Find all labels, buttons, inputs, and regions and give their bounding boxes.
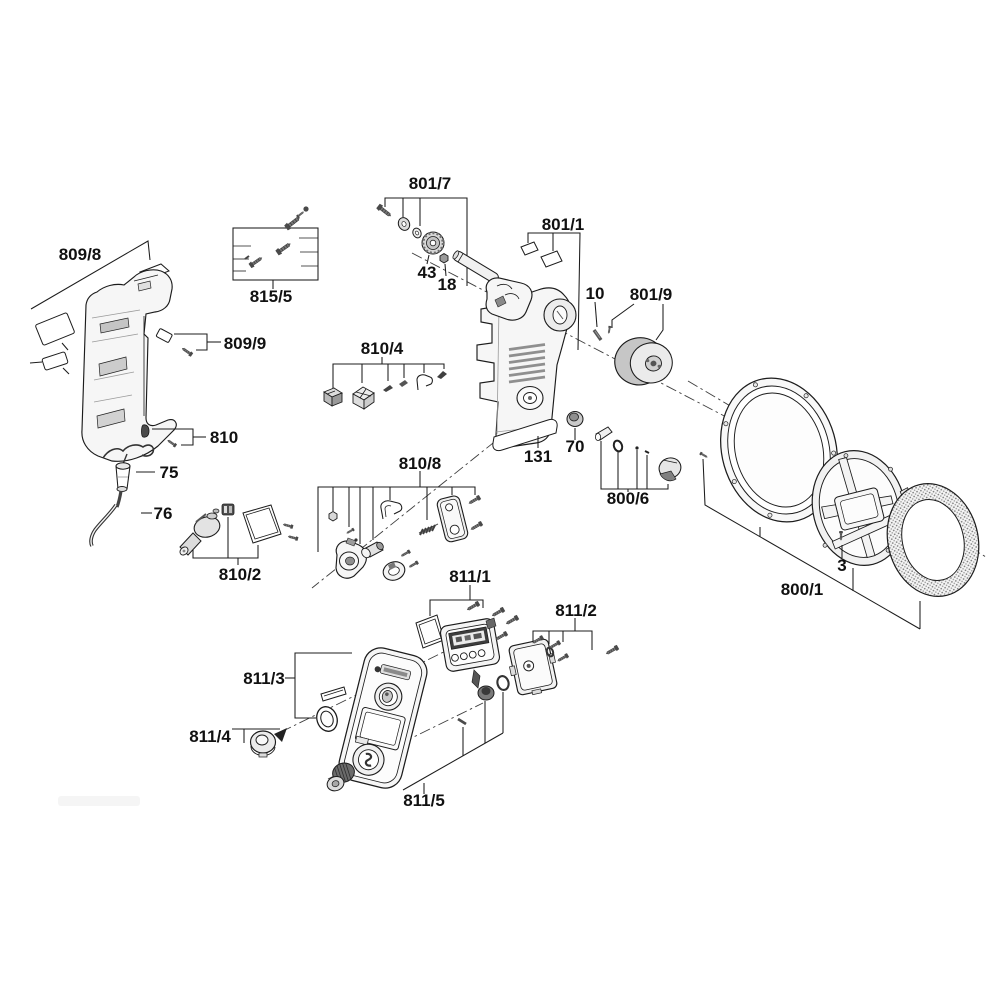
part-label-801-7: 801/7 [409, 174, 452, 193]
group-810 [141, 424, 206, 449]
part-label-76: 76 [154, 504, 173, 523]
assembly-arrow [274, 728, 287, 742]
part-809-8-housing [81, 263, 177, 462]
sticker-pads-left [29, 312, 75, 375]
part-70-knob [566, 410, 584, 440]
group-801-9 [606, 303, 673, 386]
part-label-10: 10 [586, 284, 605, 303]
part-main-housing [476, 277, 577, 448]
part-811-4-knob [249, 728, 287, 758]
part-76-hose [89, 503, 152, 547]
part-label-810-2: 810/2 [219, 565, 262, 584]
part-label-801-9: 801/9 [630, 285, 673, 304]
group-801-7 [375, 197, 499, 286]
part-label-810-4: 810/4 [361, 339, 404, 358]
callout-811-4 [232, 728, 280, 743]
part-label-800-6: 800/6 [607, 489, 650, 508]
part-label-809-8: 809/8 [59, 245, 102, 264]
group-800-6 [595, 426, 682, 492]
part-speaker-mesh [886, 483, 980, 597]
group-809-9 [155, 328, 221, 358]
part-label-75: 75 [160, 463, 179, 482]
part-label-131: 131 [524, 447, 552, 466]
knurled-knob [326, 762, 355, 792]
part-label-810-8: 810/8 [399, 454, 442, 473]
callout-3 [838, 530, 844, 558]
part-front-panel [316, 647, 467, 792]
part-label-815-5: 815/5 [250, 287, 293, 306]
callout-800-1 [698, 451, 921, 630]
part-label-3: 3 [837, 556, 846, 575]
part-label-811-5: 811/5 [403, 791, 445, 810]
part-75-antenna [102, 444, 155, 508]
group-810-2 [179, 503, 299, 565]
group-810-4 [323, 357, 447, 410]
part-label-810: 810 [210, 428, 238, 447]
group-811-2 [508, 618, 620, 696]
part-labels: 809/8 815/5 809/9 810 75 76 810/2 810/4 … [59, 174, 847, 810]
part-speaker-bezel [720, 377, 838, 523]
group-10 [592, 301, 603, 341]
part-131-pad [492, 418, 558, 452]
group-810-8 [317, 471, 484, 581]
part-label-43: 43 [418, 263, 437, 282]
part-label-18: 18 [438, 275, 457, 294]
part-label-801-1: 801/1 [542, 215, 585, 234]
watermark-smudge [58, 796, 140, 806]
part-label-811-2: 811/2 [555, 601, 597, 620]
part-speaker-frame [811, 450, 911, 566]
group-811-1 [415, 585, 520, 701]
part-label-800-1: 800/1 [781, 580, 824, 599]
callout-809-8 [30, 240, 151, 310]
part-label-811-4: 811/4 [189, 727, 231, 746]
group-801-1 [520, 232, 581, 351]
callout-811-5 [402, 692, 504, 794]
callout-811-3 [285, 652, 352, 719]
part-label-811-3: 811/3 [243, 669, 285, 688]
part-label-809-9: 809/9 [224, 334, 267, 353]
part-label-811-1: 811/1 [449, 567, 491, 586]
part-label-70: 70 [566, 437, 585, 456]
group-815-5 [232, 206, 319, 289]
